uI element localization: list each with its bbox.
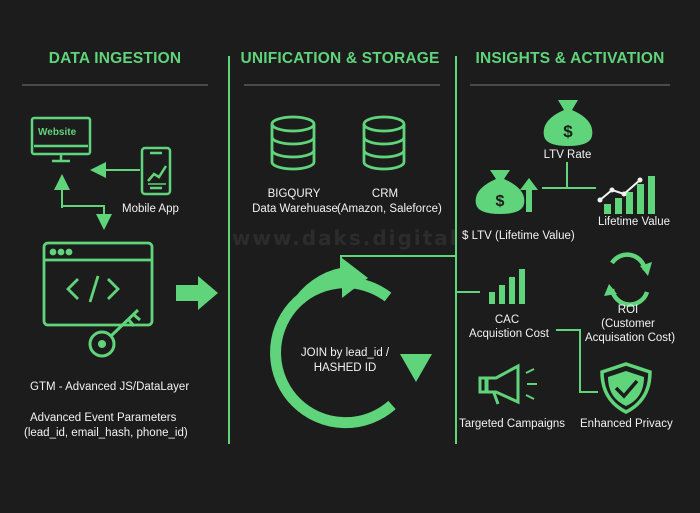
targeted-campaigns-label: Targeted Campaigns	[458, 418, 566, 430]
join-label-line2: HASHED ID	[313, 362, 377, 374]
key-icon	[88, 308, 141, 358]
bigquery-subtitle: Data Warehuase	[252, 203, 338, 215]
roi-label-line3: Acquisation Cost)	[584, 332, 676, 344]
bar-chart-icon	[489, 269, 525, 304]
arrow-right-icon	[176, 276, 218, 310]
roi-label-line2: (Customer	[601, 318, 655, 330]
cac-label-line1: CAC	[494, 314, 520, 326]
bigquery-title: BIGQURY	[267, 188, 321, 200]
cac-privacy-connector	[556, 329, 598, 393]
monitor-icon	[30, 116, 92, 163]
header-underline-1	[22, 84, 208, 86]
event-params-fields: (lead_id, email_hash, phone_id)	[24, 427, 188, 439]
refresh-cycle-icon	[609, 252, 650, 307]
mobile-phone-icon	[140, 146, 172, 196]
header-data-ingestion: DATA INGESTION	[48, 50, 182, 67]
enhanced-privacy-label: Enhanced Privacy	[580, 418, 673, 430]
crm-title: CRM	[371, 188, 399, 200]
cycle-arrowhead-top	[342, 258, 368, 298]
website-label: Website	[38, 127, 77, 138]
mobile-app-label: Mobile App	[122, 203, 179, 215]
database-icon-bigquery	[270, 115, 316, 171]
crm-subtitle: (Amazon, Saleforce)	[337, 203, 442, 215]
megaphone-icon	[478, 363, 537, 405]
shield-check-icon	[600, 362, 652, 414]
ltv-label: $ LTV (Lifetime Value)	[462, 230, 575, 242]
ltv-tree-connector	[542, 162, 596, 189]
header-insights-activation: INSIGHTS & ACTIVATION	[475, 50, 665, 67]
column-divider-1	[228, 56, 230, 444]
svg-text:$: $	[496, 193, 505, 210]
gtm-label: GTM - Advanced JS/DataLayer	[30, 381, 190, 393]
watermark: www.daks.digital	[232, 226, 459, 250]
refresh-arrowhead-1	[640, 262, 652, 276]
svg-text:$: $	[563, 122, 573, 141]
cac-label-line2: Acquistion Cost	[469, 328, 549, 340]
column-divider-2	[455, 56, 457, 444]
money-bag-icon: $	[543, 100, 593, 146]
event-params-title: Advanced Event Parameters	[30, 412, 177, 424]
cycle-connector	[340, 255, 455, 270]
header-underline-3	[470, 84, 670, 86]
code-window-icon	[42, 241, 154, 327]
ingestion-connectors	[54, 162, 140, 230]
ltv-rate-label: LTV Rate	[543, 149, 592, 161]
join-label-line1: JOIN by lead_id /	[300, 347, 390, 359]
refresh-arrowhead-2	[604, 284, 617, 296]
roi-label-line1: ROI	[617, 304, 639, 316]
lifetime-value-label: Lifetime Value	[597, 216, 671, 228]
money-bag-up-icon: $	[475, 170, 538, 214]
header-underline-2	[244, 84, 440, 86]
database-icon-crm	[362, 115, 406, 171]
cycle-arrowhead-right	[400, 354, 432, 382]
header-unification-storage: UNIFICATION & STORAGE	[240, 50, 440, 67]
growth-chart-icon	[597, 176, 655, 214]
